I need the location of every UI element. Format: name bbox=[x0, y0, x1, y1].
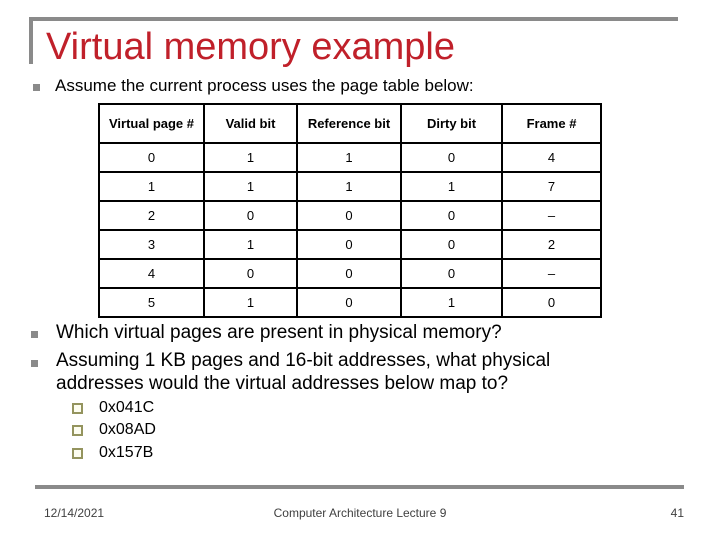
footer-rule-divider bbox=[35, 485, 684, 489]
page-title: Virtual memory example bbox=[46, 26, 456, 68]
bullet-assume-text: Assume the current process uses the page… bbox=[55, 76, 474, 95]
hollow-square-bullet-icon bbox=[72, 425, 83, 436]
table-cell: 2 bbox=[501, 229, 602, 260]
table-cell: 1 bbox=[203, 229, 298, 260]
table-cell: 0 bbox=[203, 200, 298, 231]
table-cell: 0 bbox=[400, 200, 503, 231]
virtual-address-value: 0x041C bbox=[99, 399, 155, 416]
table-cell: 0 bbox=[400, 229, 503, 260]
hollow-square-bullet-icon bbox=[72, 448, 83, 459]
bullet-assuming-line1: Assuming 1 KB pages and 16-bit addresses… bbox=[56, 350, 551, 371]
table-cell: 0 bbox=[296, 229, 402, 260]
virtual-address-value: 0x08AD bbox=[99, 421, 156, 438]
table-cell: 3 bbox=[98, 229, 205, 260]
footer-lecture-title: Computer Architecture Lecture 9 bbox=[273, 506, 447, 520]
bullet-square-icon bbox=[31, 331, 38, 338]
footer-page-number: 41 bbox=[670, 506, 684, 520]
bullet-assuming-text: Assuming 1 KB pages and 16-bit addresses… bbox=[56, 349, 550, 395]
table-cell: 1 bbox=[296, 142, 402, 173]
table-cell: 0 bbox=[203, 258, 298, 289]
table-header-cell: Dirty bit bbox=[400, 103, 503, 144]
table-cell: 1 bbox=[203, 171, 298, 202]
table-cell: 1 bbox=[98, 171, 205, 202]
table-header-cell: Valid bit bbox=[203, 103, 298, 144]
sub-bullet-item: 0x041C bbox=[72, 399, 154, 417]
table-cell: 7 bbox=[501, 171, 602, 202]
footer-date: 12/14/2021 bbox=[44, 506, 105, 520]
table-cell: 4 bbox=[98, 258, 205, 289]
table-cell: 1 bbox=[400, 287, 503, 318]
table-cell: 0 bbox=[296, 200, 402, 231]
table-cell: 0 bbox=[400, 142, 503, 173]
table-cell: 1 bbox=[296, 171, 402, 202]
hollow-square-bullet-icon bbox=[72, 403, 83, 414]
table-cell: 0 bbox=[296, 287, 402, 318]
sub-bullet-item: 0x157B bbox=[72, 444, 153, 462]
table-cell: 0 bbox=[98, 142, 205, 173]
table-header-cell: Virtual page # bbox=[98, 103, 205, 144]
virtual-address-value: 0x157B bbox=[99, 444, 154, 461]
table-header-cell: Reference bit bbox=[296, 103, 402, 144]
table-cell: 0 bbox=[296, 258, 402, 289]
table-cell: 0 bbox=[501, 287, 602, 318]
title-left-rule bbox=[29, 17, 33, 64]
table-cell: – bbox=[501, 200, 602, 231]
top-rule-divider bbox=[30, 17, 678, 21]
bullet-square-icon bbox=[31, 360, 38, 367]
table-cell: 4 bbox=[501, 142, 602, 173]
table-cell: – bbox=[501, 258, 602, 289]
table-cell: 1 bbox=[203, 142, 298, 173]
bullet-which-pages-text: Which virtual pages are present in physi… bbox=[56, 322, 502, 343]
bullet-assuming-line2: addresses would the virtual addresses be… bbox=[56, 373, 509, 394]
table-cell: 1 bbox=[203, 287, 298, 318]
table-cell: 5 bbox=[98, 287, 205, 318]
sub-bullet-item: 0x08AD bbox=[72, 421, 156, 439]
bullet-square-icon bbox=[33, 84, 40, 91]
table-header-cell: Frame # bbox=[501, 103, 602, 144]
table-cell: 0 bbox=[400, 258, 503, 289]
table-cell: 1 bbox=[400, 171, 503, 202]
table-cell: 2 bbox=[98, 200, 205, 231]
